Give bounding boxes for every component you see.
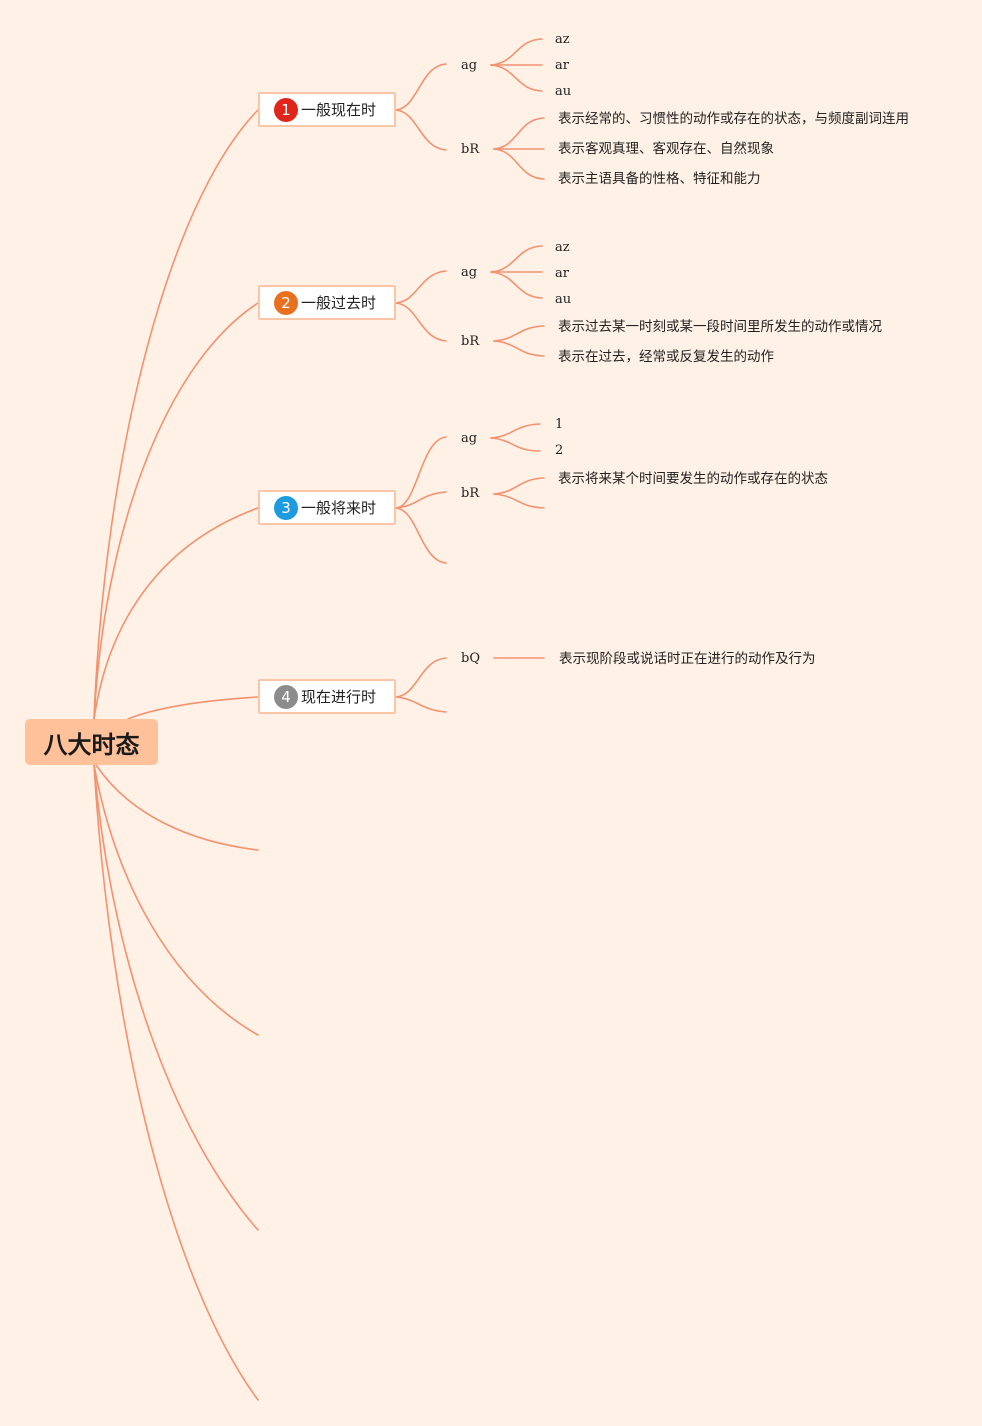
t1-ag-3 [490, 64, 543, 92]
t2-br-label[interactable]: bR [461, 334, 480, 349]
topic-1-label: 一般现在时 [301, 101, 377, 119]
t2-to-br [395, 302, 447, 342]
t1-br-label[interactable]: bR [461, 142, 480, 157]
topic-2[interactable]: 2 一般过去时 [258, 285, 396, 320]
t1-ag-item[interactable]: ar [555, 58, 569, 73]
root-branch-1 [93, 109, 259, 720]
t1-ag-item[interactable]: az [555, 32, 570, 47]
root-node[interactable]: 八大时态 [25, 719, 158, 765]
t3-br-item[interactable]: 表示将来某个时间要发生的动作或存在的状态 [558, 471, 828, 487]
t1-to-ag [395, 63, 447, 111]
t3-ag-item[interactable]: 2 [555, 443, 564, 458]
t3-ag-label[interactable]: ag [461, 431, 478, 446]
t1-to-br [395, 109, 447, 151]
root-branch-2 [93, 302, 259, 720]
t1-br-item[interactable]: 表示经常的、习惯性的动作或存在的状态，与频度副词连用 [558, 111, 909, 127]
topic-2-label: 一般过去时 [301, 294, 377, 312]
t1-ag-item[interactable]: au [555, 84, 572, 99]
t2-br-1 [493, 325, 545, 342]
t3-ag-2 [490, 437, 541, 452]
t3-ag-item[interactable]: 1 [555, 417, 564, 432]
t4-to-bq [395, 657, 447, 698]
t3-br-label[interactable]: bR [461, 486, 480, 501]
t2-br-item[interactable]: 表示在过去，经常或反复发生的动作 [558, 349, 774, 365]
t2-to-ag [395, 270, 447, 304]
number-badge-icon: 4 [274, 684, 298, 709]
topic-4[interactable]: 4 现在进行时 [258, 679, 396, 714]
topic-3[interactable]: 3 一般将来时 [258, 490, 396, 525]
number-badge-icon: 3 [274, 495, 298, 520]
root-branch-3 [93, 507, 259, 720]
topic-3-label: 一般将来时 [301, 499, 377, 517]
number-badge-icon: 1 [274, 97, 298, 122]
t1-br-item[interactable]: 表示客观真理、客观存在、自然现象 [558, 141, 774, 157]
t4-to-empty [395, 696, 447, 713]
number-badge-icon: 2 [274, 290, 298, 315]
root-branch-4 [127, 696, 259, 720]
t3-to-empty [395, 507, 447, 564]
t3-ag-1 [490, 423, 541, 439]
root-branch-6 [93, 764, 259, 1036]
t3-br-1 [493, 477, 545, 495]
t1-br-item[interactable]: 表示主语具备的性格、特征和能力 [558, 171, 761, 187]
root-branch-5 [95, 764, 259, 851]
t4-bq-label[interactable]: bQ [461, 651, 480, 666]
root-branch-7 [93, 764, 259, 1231]
t4-bq-item[interactable]: 表示现阶段或说话时正在进行的动作及行为 [559, 651, 816, 667]
t2-br-item[interactable]: 表示过去某一时刻或某一段时间里所发生的动作或情况 [558, 319, 882, 335]
t1-ag-1 [490, 38, 543, 66]
t3-to-br [395, 491, 447, 509]
topic-1[interactable]: 1 一般现在时 [258, 92, 396, 127]
topic-4-label: 现在进行时 [301, 688, 377, 706]
t2-ag-3 [490, 271, 543, 299]
root-branch-8 [93, 764, 259, 1401]
t3-br-2 [493, 493, 545, 509]
t2-ag-item[interactable]: az [555, 240, 570, 255]
root-label: 八大时态 [43, 730, 140, 759]
t2-br-2 [493, 340, 545, 357]
t1-br-3 [493, 148, 545, 180]
t2-ag-1 [490, 245, 543, 273]
t3-to-ag [395, 436, 447, 509]
t2-ag-item[interactable]: au [555, 292, 572, 307]
t2-ag-label[interactable]: ag [461, 265, 478, 280]
t1-br-1 [493, 117, 545, 150]
t2-ag-item[interactable]: ar [555, 266, 569, 281]
t1-ag-label[interactable]: ag [461, 58, 478, 73]
